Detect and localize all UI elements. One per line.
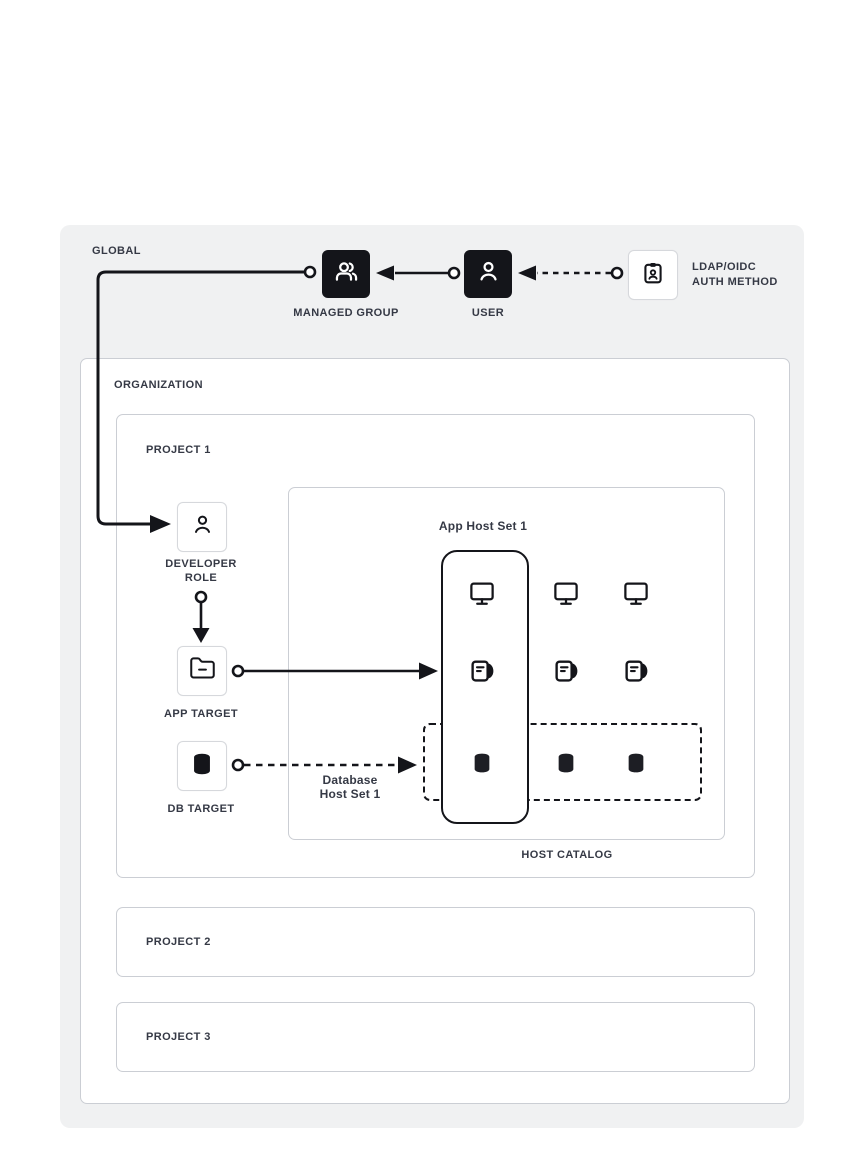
user-icon: [475, 258, 502, 290]
database-icon: [467, 748, 497, 778]
host-catalog-label: HOST CATALOG: [521, 849, 613, 861]
monitor-icon: [621, 578, 651, 608]
database-icon: [551, 748, 581, 778]
global-label: GLOBAL: [92, 245, 141, 257]
app-target-node: [177, 646, 227, 696]
project2-label: PROJECT 2: [146, 936, 211, 948]
user-label: USER: [471, 307, 505, 319]
user-outline-icon: [189, 511, 216, 543]
host-icon: [551, 656, 581, 686]
organization-label: ORGANIZATION: [114, 379, 203, 391]
project2-box: [116, 907, 755, 977]
monitor-icon: [467, 578, 497, 608]
project3-box: [116, 1002, 755, 1072]
db-target-node: [177, 741, 227, 791]
developer-role-node: [177, 502, 227, 552]
auth-method-label-line2: AUTH METHOD: [692, 276, 778, 288]
app-host-set-box: [441, 550, 529, 824]
users-icon: [333, 258, 360, 290]
auth-method-label: LDAP/OIDC AUTH METHOD: [692, 260, 778, 290]
host-icon: [621, 656, 651, 686]
managed-group-node: [322, 250, 370, 298]
db-target-label: DB TARGET: [167, 803, 235, 815]
auth-method-label-line1: LDAP/OIDC: [692, 261, 757, 273]
db-host-set-box: [423, 723, 702, 801]
project3-label: PROJECT 3: [146, 1031, 211, 1043]
managed-group-label: MANAGED GROUP: [293, 307, 399, 319]
user-node: [464, 250, 512, 298]
folder-minus-icon: [189, 655, 216, 687]
database-icon: [621, 748, 651, 778]
database-icon: [188, 750, 216, 783]
monitor-icon: [551, 578, 581, 608]
host-icon: [467, 656, 497, 686]
auth-method-node: [628, 250, 678, 300]
project1-label: PROJECT 1: [146, 444, 211, 456]
app-target-label: APP TARGET: [164, 708, 238, 720]
db-host-set-label: Database Host Set 1: [319, 773, 381, 801]
id-badge-icon: [639, 259, 667, 292]
developer-role-label: DEVELOPER ROLE: [165, 558, 237, 584]
app-host-set-label: App Host Set 1: [438, 519, 528, 533]
